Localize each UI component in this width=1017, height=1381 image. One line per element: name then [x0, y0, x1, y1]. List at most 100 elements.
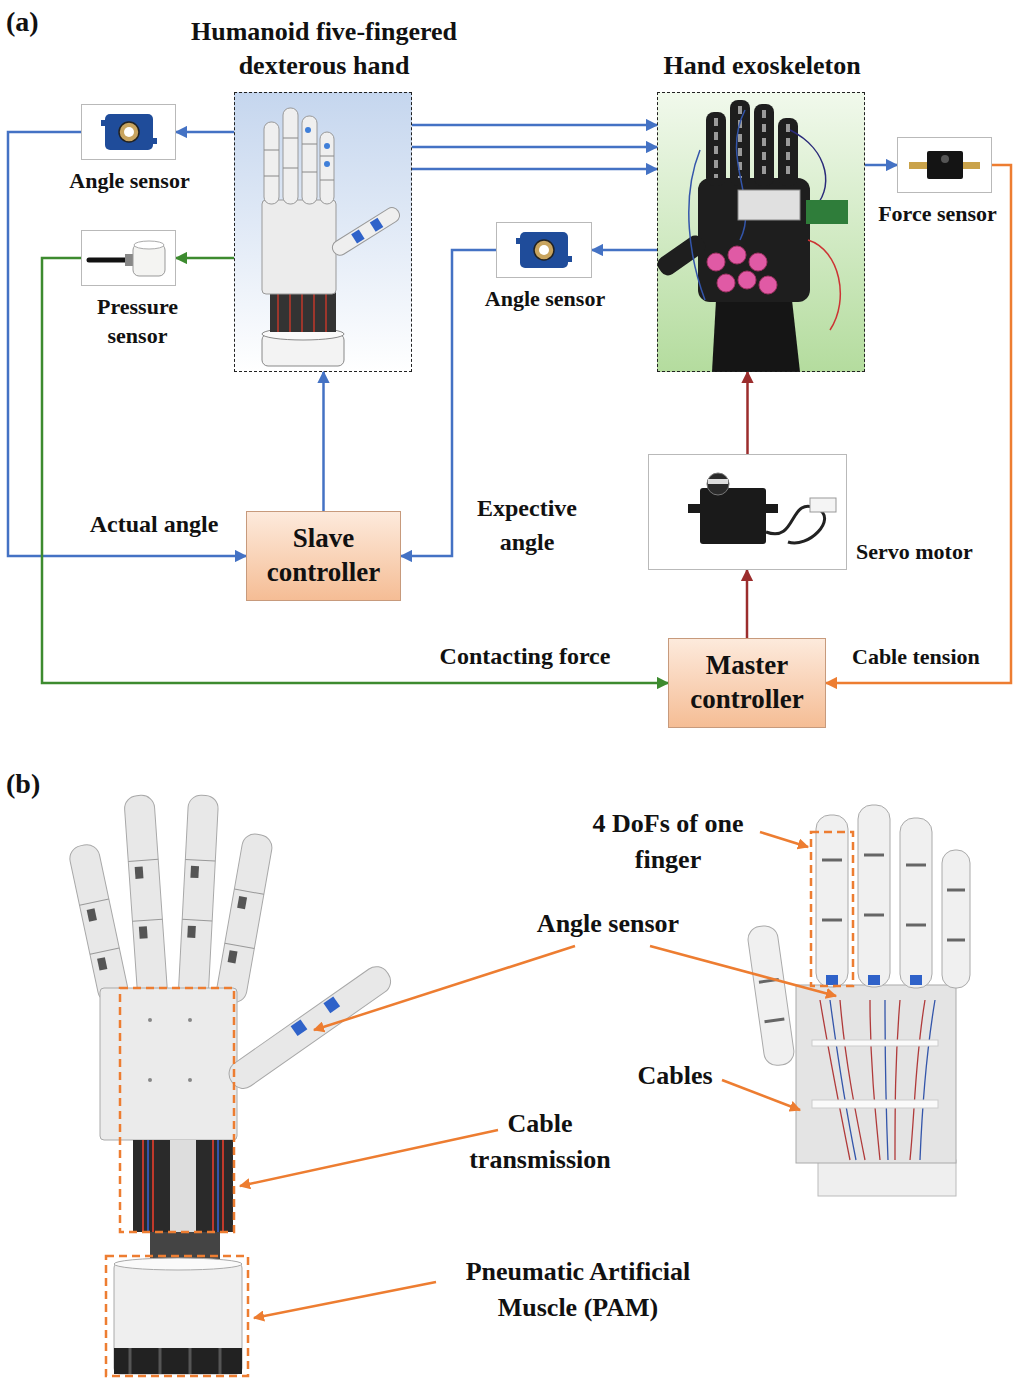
- hand-panel: Humanoid five-fingered dexterous hand: [234, 92, 412, 372]
- signal-arrow: [8, 132, 246, 556]
- hand-photo-right: [812, 1100, 938, 1108]
- hand-photo-left: [139, 926, 148, 939]
- leader-line: [650, 946, 836, 996]
- hand-photo-right: [746, 924, 795, 1067]
- hand-photo-left: [190, 866, 199, 878]
- signal-arrow: [826, 165, 1011, 683]
- leader-line: [240, 832, 836, 1318]
- signal-arrow: [592, 249, 657, 252]
- robot-hand-picture: [270, 292, 336, 332]
- exoskeleton-picture: [808, 240, 840, 330]
- robot-hand-picture: [324, 161, 330, 167]
- robot-hand-picture: [302, 116, 317, 204]
- hand-photo-left: [97, 957, 107, 970]
- hand-photo-right: [820, 1000, 925, 1160]
- hand-photo-left: [178, 794, 219, 1002]
- robot-hand-picture: [351, 229, 364, 243]
- motor-picture: Servo motor: [648, 454, 847, 570]
- pressure-sensor-icon: [89, 258, 127, 263]
- hand-photo-right: [830, 1000, 935, 1160]
- exoskeleton-picture: [698, 178, 810, 302]
- hand-photo-left: [148, 1140, 218, 1232]
- robot-hand-picture: [264, 122, 279, 204]
- hand-photo-right: [746, 924, 795, 1067]
- callout-box: [811, 832, 853, 986]
- hand-photo-left: [130, 1348, 220, 1374]
- sensor-picture: Pressure sensor: [81, 230, 176, 286]
- exoskeleton-picture: [716, 106, 788, 180]
- hand-photo-left: [170, 1140, 196, 1232]
- controller-box: Master controller: [668, 638, 826, 728]
- hand-photo-left: [215, 832, 274, 1005]
- force-sensor-icon: [897, 137, 992, 193]
- exoskeleton-picture: [738, 190, 800, 220]
- hand-photo-left: [135, 866, 144, 879]
- hand-photo-left: [224, 962, 396, 1094]
- hand-photo-right: [759, 979, 784, 1021]
- leader-line: [722, 1080, 800, 1110]
- hand-photo-right: [900, 818, 932, 988]
- signal-arrow: [746, 570, 749, 638]
- sensor-label: Pressure sensor: [73, 293, 203, 350]
- hand-photo-left: [182, 859, 215, 920]
- robot-hand-picture: [278, 292, 326, 332]
- signal-arrow: [42, 258, 668, 683]
- robot-hand-picture: [330, 205, 402, 258]
- hand-photo-right: [822, 855, 965, 940]
- servo-motor-icon: [648, 454, 847, 570]
- callout-box: [106, 1256, 248, 1376]
- panel-letter: (b): [6, 764, 76, 803]
- servo-motor-icon: [648, 454, 847, 570]
- hand-photo-right: [796, 985, 956, 1163]
- force-sensor-icon: [941, 155, 949, 163]
- robot-hand-picture: [324, 143, 330, 149]
- hand-photo-left: [188, 1078, 192, 1082]
- sensor-label: Force sensor: [868, 200, 1008, 229]
- servo-motor-icon: [707, 473, 729, 495]
- hand-photo-right: [816, 815, 848, 987]
- hand-photo-left: [67, 794, 395, 1374]
- controller-box: Slave controller: [246, 511, 401, 601]
- hand-photo-left: [148, 1078, 152, 1082]
- robot-hand-picture: [370, 218, 383, 232]
- controller-label: Slave controller: [257, 522, 390, 590]
- angle-sensor-icon: [496, 222, 591, 278]
- pressure-sensor-icon: [134, 241, 164, 249]
- hand-photo-right: [826, 975, 838, 985]
- exoskeleton-picture: [712, 300, 800, 372]
- signal-label: Actual angle: [74, 508, 234, 542]
- hand-photo-left: [215, 832, 274, 1005]
- hand-photo-left: [323, 996, 340, 1013]
- sensor-label: Angle sensor: [45, 167, 215, 196]
- exoskeleton-picture: [654, 232, 708, 278]
- hand-photo-left: [187, 926, 196, 938]
- signal-arrow: [412, 146, 657, 149]
- hand-photo-left: [87, 908, 97, 921]
- exoskeleton-picture: [707, 253, 725, 271]
- exoskeleton-picture: [654, 92, 865, 372]
- robot-hand-picture: [305, 127, 311, 133]
- hand-photo-left: [148, 1018, 152, 1022]
- signal-label: Expective angle: [462, 492, 592, 559]
- callout-box: [106, 832, 853, 1376]
- sensor-picture: Angle sensor: [496, 222, 592, 278]
- hand-photo-left: [178, 794, 219, 1002]
- hand-photo-right: [812, 1040, 938, 1046]
- hand-photo-right: [818, 1160, 956, 1196]
- part-name: Cable transmission: [455, 1106, 625, 1179]
- hand-photo-left: [80, 899, 120, 954]
- sensor-picture: Angle sensor: [81, 104, 176, 160]
- robot-hand-picture: [234, 92, 412, 372]
- servo-motor-icon: [708, 479, 728, 484]
- exoskeleton-picture: [717, 274, 735, 292]
- part-name: 4 DoFs of one finger: [568, 806, 768, 879]
- robot-hand-picture: [264, 138, 334, 180]
- exoskeleton-picture: [738, 271, 756, 289]
- servo-motor-icon: [810, 498, 836, 512]
- hand-photo-left: [143, 1140, 223, 1232]
- sensor-label: Angle sensor: [460, 285, 630, 314]
- force-sensor-icon: [909, 162, 927, 169]
- exoskeleton-picture: [728, 246, 746, 264]
- hand-photo-left: [114, 1262, 242, 1374]
- exoskeleton-picture: [759, 276, 777, 294]
